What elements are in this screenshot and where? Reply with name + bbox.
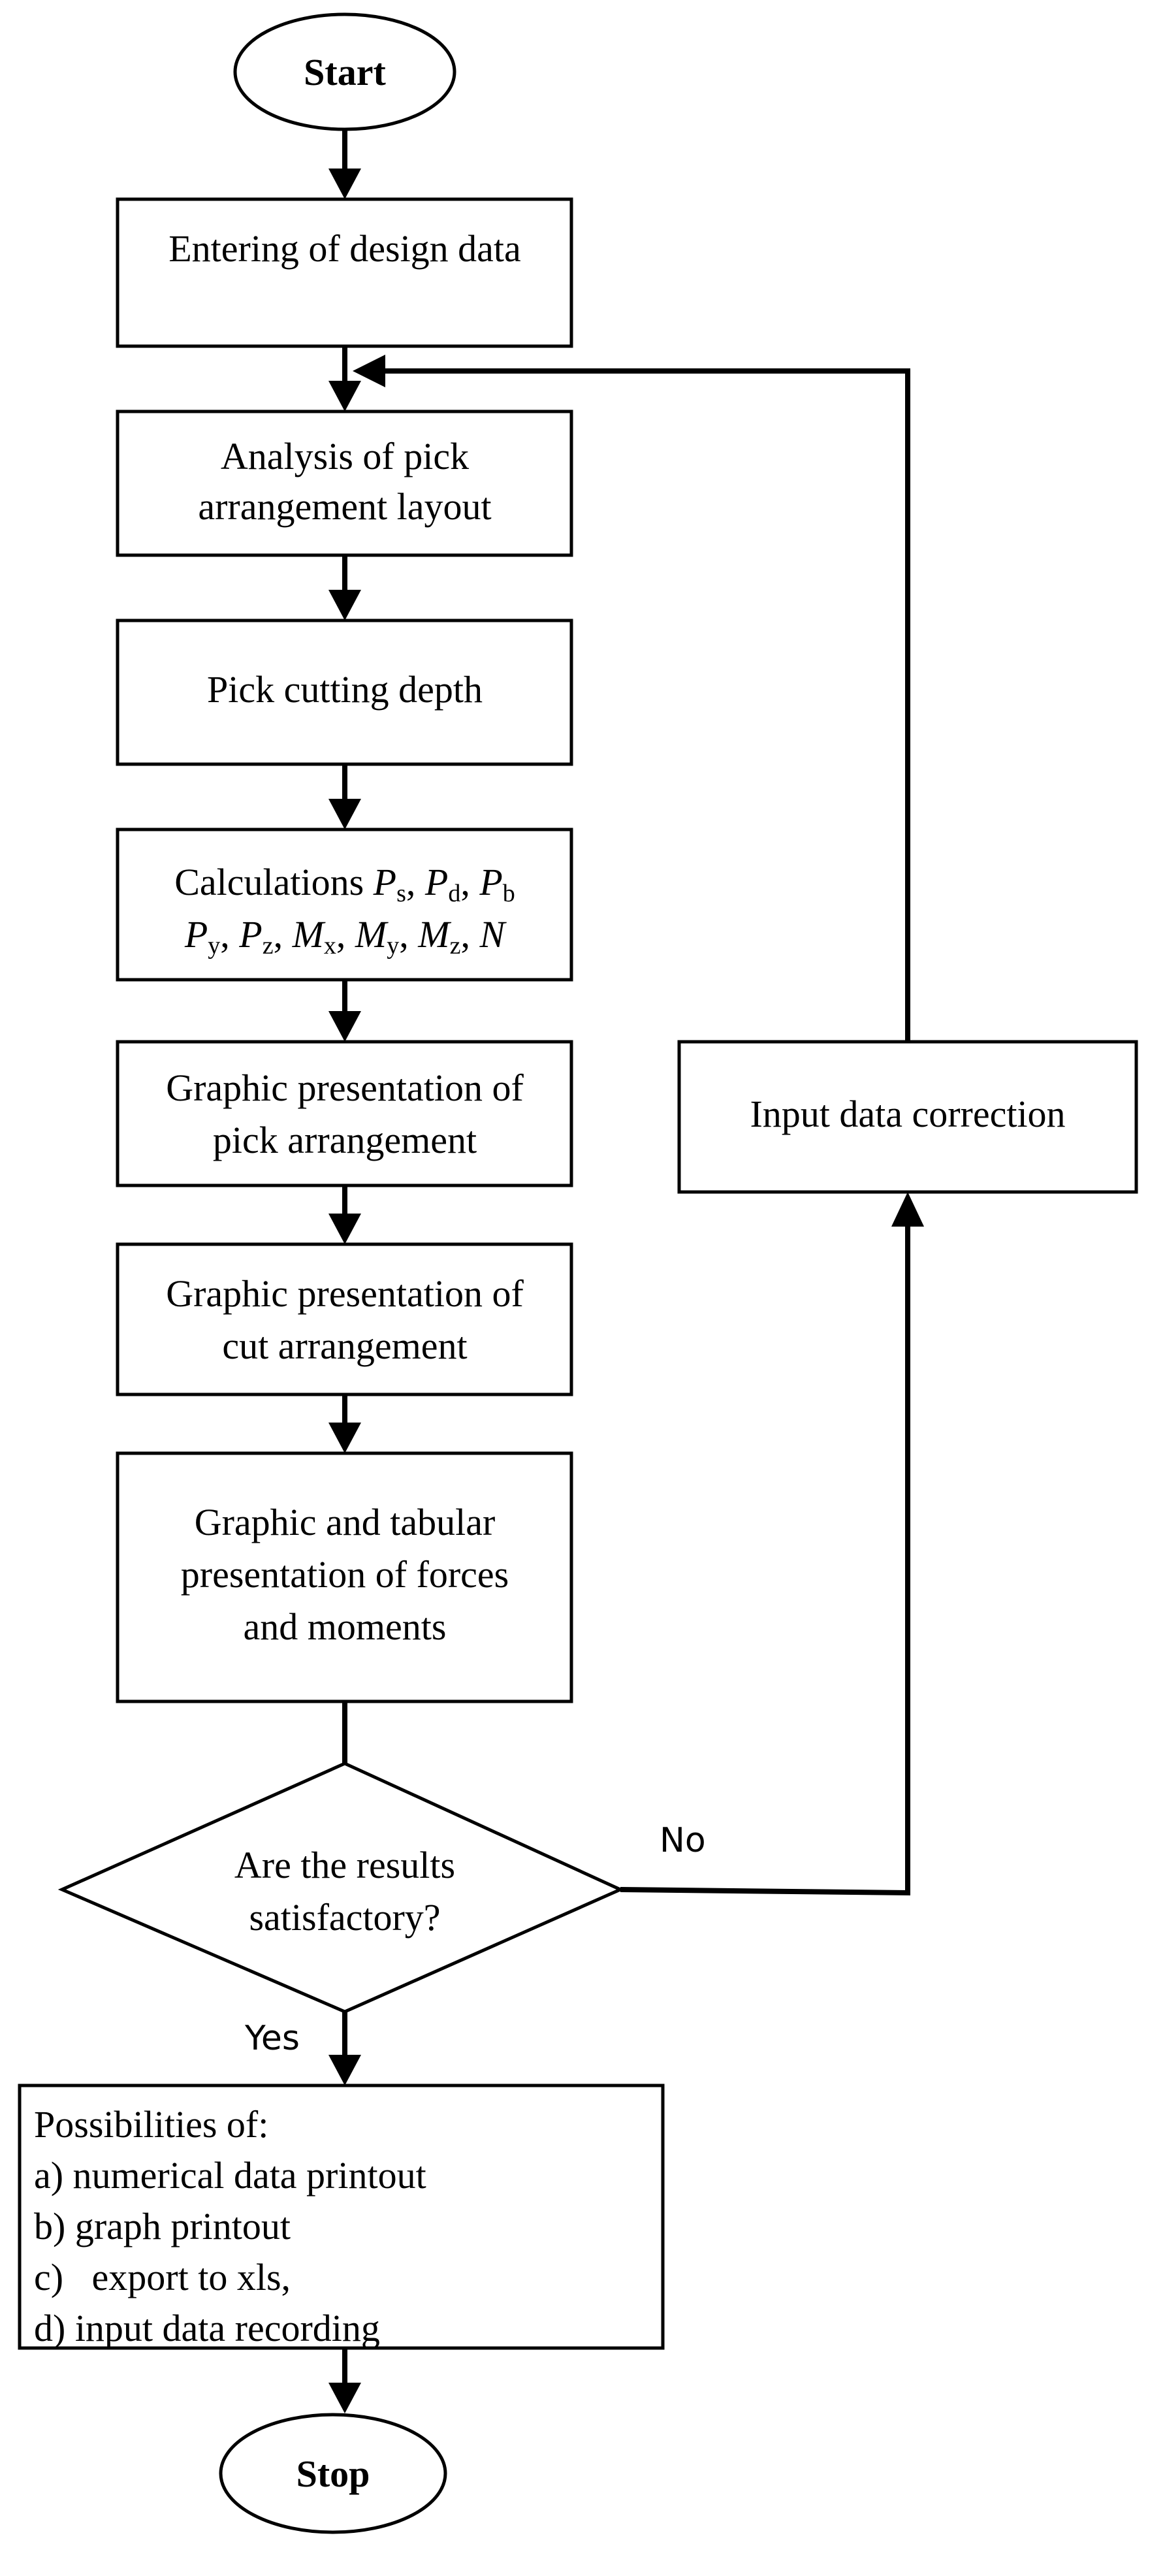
decision-label-line2: satisfactory? [249,1896,440,1939]
variable-subscript: y [387,932,399,959]
forces-label-line1: Graphic and tabular [195,1501,496,1543]
arrow-decision-no-to-correction [620,1225,910,1896]
arrowhead-icon [328,1423,361,1453]
graphic-cut-label-line2: cut arrangement [222,1325,467,1367]
cutting-depth-label: Pick cutting depth [207,668,483,711]
possibility-item: b) graph printout [34,2205,291,2247]
arrowhead-icon [328,2383,361,2413]
variable-subscript: y [208,932,220,959]
edge-label-yes: Yes [244,2019,300,2058]
variable-subscript: b [503,880,515,907]
calculations-prefix: Calculations [174,861,373,903]
variable-subscript: d [448,880,460,907]
separator: , [336,913,355,956]
calculations-label-line1: Calculations Ps, Pd, Pb [174,861,515,907]
calculations-label-line2: Py, Pz, Mx, My, Mz, N [184,913,507,959]
variable-subscript: x [324,932,336,959]
process-entering-design-data: Entering of design data [116,197,573,348]
variable-symbol: M [292,913,326,956]
variable-subscript: z [450,932,461,959]
stop-label: Stop [296,2453,370,2495]
arrowhead-icon [328,590,361,620]
separator: , [274,913,293,956]
start-node: Start [233,12,456,131]
analysis-label-line2: arrangement layout [198,485,491,528]
variable-symbol: P [238,913,262,956]
arrowhead-icon [328,2055,361,2085]
variable-symbol: M [417,913,451,956]
graphic-pick-label-line2: pick arrangement [213,1119,477,1161]
arrowhead-icon [328,1214,361,1244]
decision-label-line1: Are the results [234,1844,455,1886]
variable-subscript: z [263,932,274,959]
process-analysis-layout: Analysis of pick arrangement layout [116,410,573,557]
separator: , [460,913,479,956]
variable-symbol: M [355,913,389,956]
possibility-item: c) export to xls, [34,2256,291,2298]
process-graphic-pick-arrangement: Graphic presentation of pick arrangement [116,1040,573,1187]
process-pick-cutting-depth: Pick cutting depth [116,619,573,766]
variable-subscript: s [396,880,406,907]
possibilities-heading: Possibilities of: [34,2103,268,2146]
analysis-label-line1: Analysis of pick [221,435,469,477]
stop-node: Stop [219,2413,447,2534]
variable-symbol: P [184,913,208,956]
separator: , [460,861,479,903]
separator: , [406,861,425,903]
possibility-item: d) input data recording [34,2307,380,2349]
variable-symbol: N [479,913,507,956]
arrowhead-icon [328,1011,361,1042]
forces-label-line3: and moments [244,1605,447,1648]
arrow-correction-loop-back [384,368,910,1042]
connectors [328,131,924,2413]
arrowhead-icon [353,355,385,387]
variable-symbol: P [424,861,448,903]
arrowhead-icon [328,799,361,829]
output-possibilities: Possibilities of: a) numerical data prin… [18,2084,665,2350]
arrowhead-icon [328,169,361,199]
process-input-data-correction: Input data correction [677,1040,1138,1194]
process-calculations: Calculations Ps, Pd, Pb Py, Pz, Mx, My, … [116,828,573,982]
arrowhead-icon [891,1192,924,1227]
forces-label-line2: presentation of forces [181,1553,509,1596]
separator: , [220,913,239,956]
process-forces-and-moments: Graphic and tabular presentation of forc… [116,1451,573,1703]
variable-symbol: P [373,861,396,903]
arrowhead-icon [328,381,361,411]
process-graphic-cut-arrangement: Graphic presentation of cut arrangement [116,1242,573,1396]
edge-label-no: No [660,1821,706,1860]
graphic-cut-label-line1: Graphic presentation of [166,1272,524,1315]
start-label: Start [304,51,386,93]
entering-label: Entering of design data [168,227,521,270]
correction-label: Input data correction [750,1093,1065,1135]
possibility-item: a) numerical data printout [34,2154,426,2197]
separator: , [399,913,418,956]
variable-symbol: P [479,861,502,903]
graphic-pick-label-line1: Graphic presentation of [166,1067,524,1109]
decision-results-satisfactory: Are the results satisfactory? [57,1762,625,2014]
